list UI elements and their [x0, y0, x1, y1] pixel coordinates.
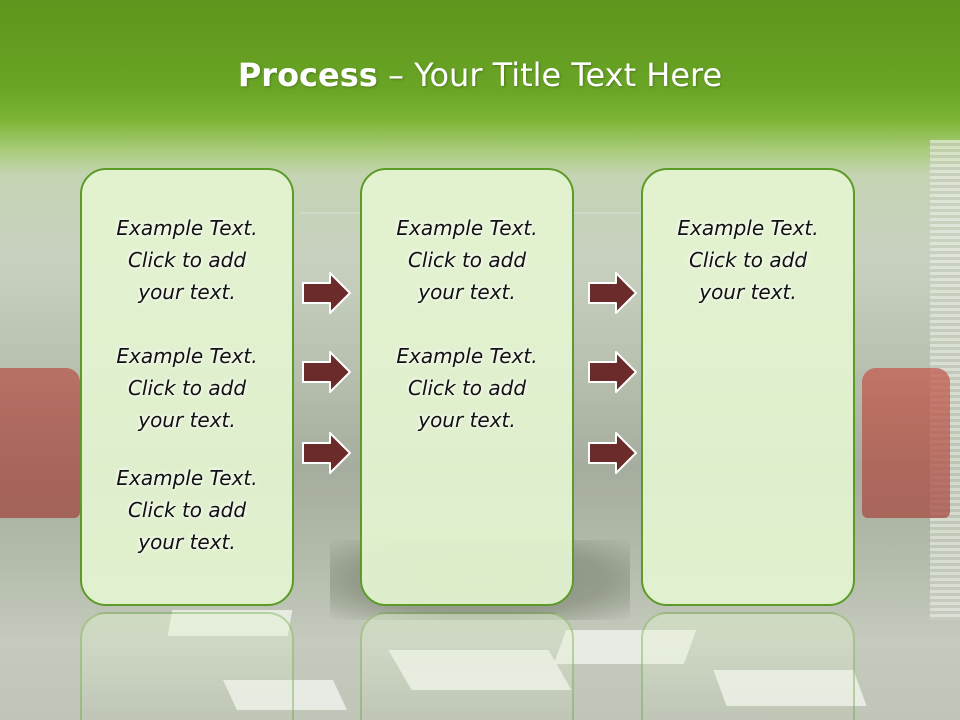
box-reflection-3 [641, 612, 855, 720]
box-2-text-block-2[interactable]: Example Text. Click to add your text. [362, 340, 572, 436]
text-line: your text. [138, 280, 236, 304]
title-bold: Process [237, 56, 378, 94]
box-reflection-2 [360, 612, 574, 720]
text-line: Click to add [127, 376, 247, 400]
background-sofa-right [862, 368, 950, 518]
text-line: Example Text. [396, 216, 538, 240]
right-arrow-icon[interactable] [588, 350, 638, 394]
text-line: your text. [138, 530, 236, 554]
right-arrow-icon[interactable] [302, 431, 352, 475]
right-arrow-icon[interactable] [302, 271, 352, 315]
text-line: your text. [418, 280, 516, 304]
box-2-text-block-1[interactable]: Example Text. Click to add your text. [362, 212, 572, 308]
text-line: Click to add [127, 498, 247, 522]
box-reflection-1 [80, 612, 294, 720]
text-line: Click to add [688, 248, 808, 272]
right-arrow-icon[interactable] [588, 431, 638, 475]
text-line: Click to add [407, 248, 527, 272]
text-line: your text. [699, 280, 797, 304]
right-arrow-icon[interactable] [302, 350, 352, 394]
text-line: Example Text. [116, 344, 258, 368]
process-box-2[interactable]: Example Text. Click to add your text. Ex… [360, 168, 574, 606]
right-arrow-icon[interactable] [588, 271, 638, 315]
box-3-text-block-1[interactable]: Example Text. Click to add your text. [643, 212, 853, 308]
background-sofa-left [0, 368, 80, 518]
text-line: Click to add [407, 376, 527, 400]
process-box-3[interactable]: Example Text. Click to add your text. [641, 168, 855, 606]
text-line: Example Text. [116, 216, 258, 240]
text-line: Click to add [127, 248, 247, 272]
box-1-text-block-3[interactable]: Example Text. Click to add your text. [82, 462, 292, 558]
text-line: your text. [418, 408, 516, 432]
text-line: Example Text. [116, 466, 258, 490]
text-line: your text. [138, 408, 236, 432]
box-1-text-block-2[interactable]: Example Text. Click to add your text. [82, 340, 292, 436]
text-line: Example Text. [677, 216, 819, 240]
process-box-1[interactable]: Example Text. Click to add your text. Ex… [80, 168, 294, 606]
text-line: Example Text. [396, 344, 538, 368]
box-1-text-block-1[interactable]: Example Text. Click to add your text. [82, 212, 292, 308]
title-rest: – Your Title Text Here [377, 56, 723, 94]
slide-title[interactable]: Process – Your Title Text Here [0, 54, 960, 96]
